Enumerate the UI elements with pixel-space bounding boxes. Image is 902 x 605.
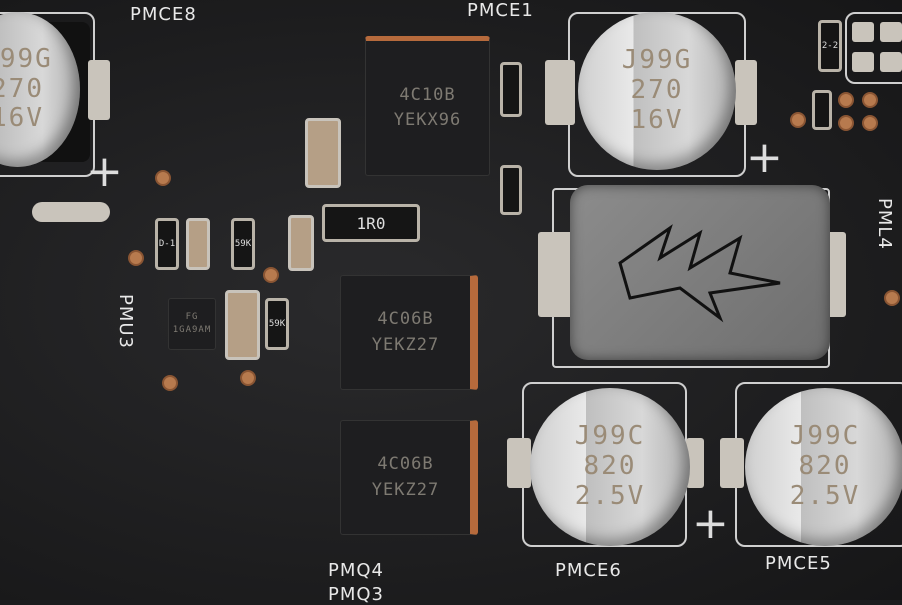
label-pmce6: PMCE6: [555, 560, 622, 581]
plus-marker: +: [692, 498, 729, 549]
capacitor-pmce6: J99C 820 2.5V: [530, 388, 690, 546]
outline: [845, 12, 902, 84]
cap-marking: J99C: [574, 421, 646, 452]
plus-marker: +: [746, 132, 783, 183]
resistor: D-1: [155, 218, 179, 270]
chip-marking: YEKZ27: [371, 334, 440, 355]
cap-marking: 16V: [630, 104, 684, 135]
via: [884, 290, 900, 306]
chip-marking: 4C06B: [377, 309, 434, 329]
via: [128, 250, 144, 266]
pad: [507, 438, 531, 488]
pad: [852, 22, 874, 42]
via: [155, 170, 171, 186]
cap-marking: 270: [630, 75, 684, 106]
resistor-1r0: 1R0: [322, 204, 420, 242]
chip-marking: YEKZ27: [371, 479, 440, 500]
inductor-pml4: [570, 185, 830, 360]
via: [263, 267, 279, 283]
plus-marker: +: [86, 146, 123, 197]
chip-marking: YEKX96: [393, 110, 462, 130]
saga-logo-icon: [618, 223, 781, 322]
ceramic-capacitor: [288, 215, 314, 271]
resistor: [500, 165, 522, 215]
cap-marking: J99G: [621, 45, 693, 76]
ceramic-capacitor: [186, 218, 210, 270]
chip-marking: 4C10B: [399, 84, 456, 105]
cap-marking: 820: [583, 451, 637, 482]
label-pmq4: PMQ4: [328, 560, 385, 581]
label-pmce1: PMCE1: [467, 0, 534, 21]
label-pmce8: PMCE8: [130, 4, 197, 25]
resistor: [500, 62, 522, 117]
pmu3-chip: FG 1GA9AM: [168, 298, 216, 350]
pad: [88, 60, 110, 120]
mosfet-chip-bottom: 4C06B YEKZ27: [340, 420, 478, 535]
pad: [735, 60, 757, 125]
cap-marking: 16V: [0, 103, 44, 134]
resistor-59k: 59K: [265, 298, 289, 350]
label-pmce5: PMCE5: [765, 553, 832, 574]
via: [790, 112, 806, 128]
ceramic-capacitor: [225, 290, 260, 360]
capacitor-pmce5: J99C 820 2.5V: [745, 388, 902, 546]
via: [838, 115, 854, 131]
via: [240, 370, 256, 386]
resistor-59k: 59K: [231, 218, 255, 270]
cap-marking: 270: [0, 73, 44, 104]
pad: [720, 438, 744, 488]
diode: [32, 202, 110, 222]
capacitor-pmce1: J99G 270 16V: [578, 12, 736, 170]
label-pmu3: PMU3: [115, 294, 136, 350]
cap-marking: 2.5V: [789, 480, 861, 511]
cap-marking: J99G: [0, 43, 53, 74]
chip-marking: FG: [185, 311, 199, 322]
cap-marking: 2.5V: [574, 480, 646, 511]
via: [862, 92, 878, 108]
cap-marking: J99C: [789, 421, 861, 452]
label-pml4: PML4: [874, 198, 895, 250]
pad: [880, 22, 902, 42]
via: [862, 115, 878, 131]
mosfet-chip-top: 4C10B YEKX96: [365, 36, 490, 176]
chip-marking: 1GA9AM: [172, 325, 212, 335]
pad: [852, 52, 874, 72]
via: [162, 375, 178, 391]
resistor: 2-2: [818, 20, 842, 72]
resistor: [812, 90, 832, 130]
mosfet-chip-mid: 4C06B YEKZ27: [340, 275, 478, 390]
pad: [880, 52, 902, 72]
pad: [545, 60, 575, 125]
chip-marking: 4C06B: [377, 454, 434, 474]
ceramic-capacitor: [305, 118, 341, 188]
via: [838, 92, 854, 108]
pad: [686, 438, 704, 488]
label-pmq3: PMQ3: [328, 584, 385, 605]
cap-marking: 820: [798, 451, 852, 482]
